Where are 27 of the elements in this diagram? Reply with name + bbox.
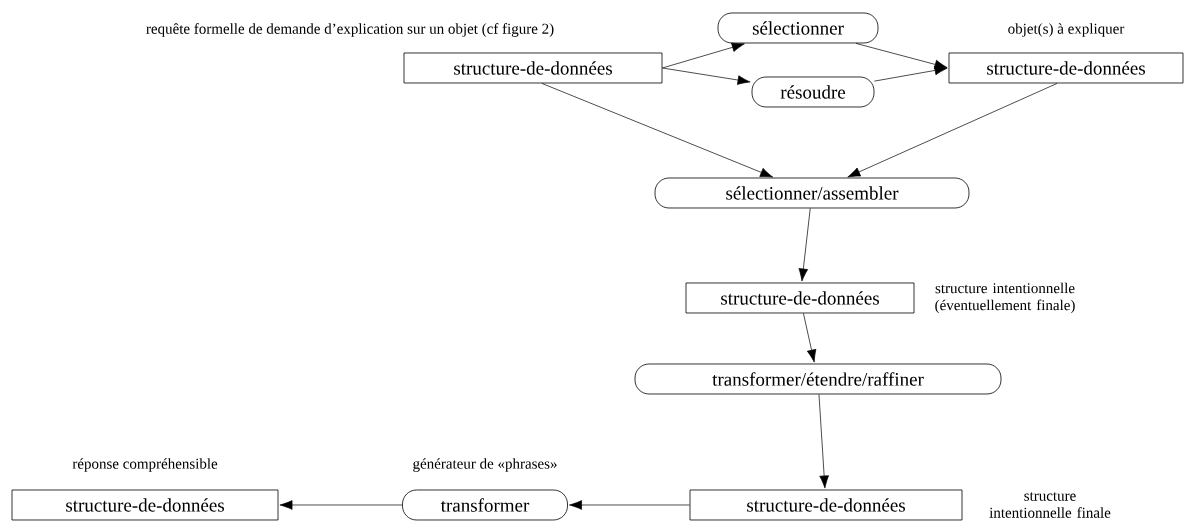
rounded-process-box: sélectionner (717, 12, 879, 44)
arrow (847, 83, 1058, 178)
arrow (662, 67, 751, 85)
annotation-text: structure intentionnelle finale (989, 492, 1111, 518)
annotation-text: générateur de «phrases» (413, 458, 557, 472)
rounded-process-box: sélectionner/assembler (654, 177, 970, 209)
process-box: structure-de-données (948, 52, 1184, 84)
arrow (541, 83, 774, 178)
arrow (818, 394, 829, 489)
rounded-process-box: transformer/étendre/raffiner (634, 363, 1002, 395)
annotation-text: réponse compréhensible (72, 458, 218, 472)
annotation-text: structure intentionnelle (éventuellement finale) (935, 282, 1075, 314)
annotation-text: requête formelle de demande d’explication sur un objet (cf figure 2) (146, 23, 554, 37)
arrow (662, 42, 745, 69)
rounded-process-box: résoudre (751, 76, 875, 108)
arrow (279, 500, 403, 510)
annotation-text: objet(s) à expliquer (1008, 23, 1125, 37)
arrow (798, 208, 811, 282)
process-box: structure-de-données (403, 52, 663, 84)
rounded-process-box: transformer (402, 489, 568, 521)
process-box: structure-de-données (685, 282, 915, 314)
arrow (874, 65, 948, 82)
process-box: structure-de-données (11, 489, 279, 521)
arrow (855, 43, 948, 70)
process-box: structure-de-données (689, 489, 963, 521)
arrow (569, 500, 690, 510)
arrow (803, 313, 817, 363)
